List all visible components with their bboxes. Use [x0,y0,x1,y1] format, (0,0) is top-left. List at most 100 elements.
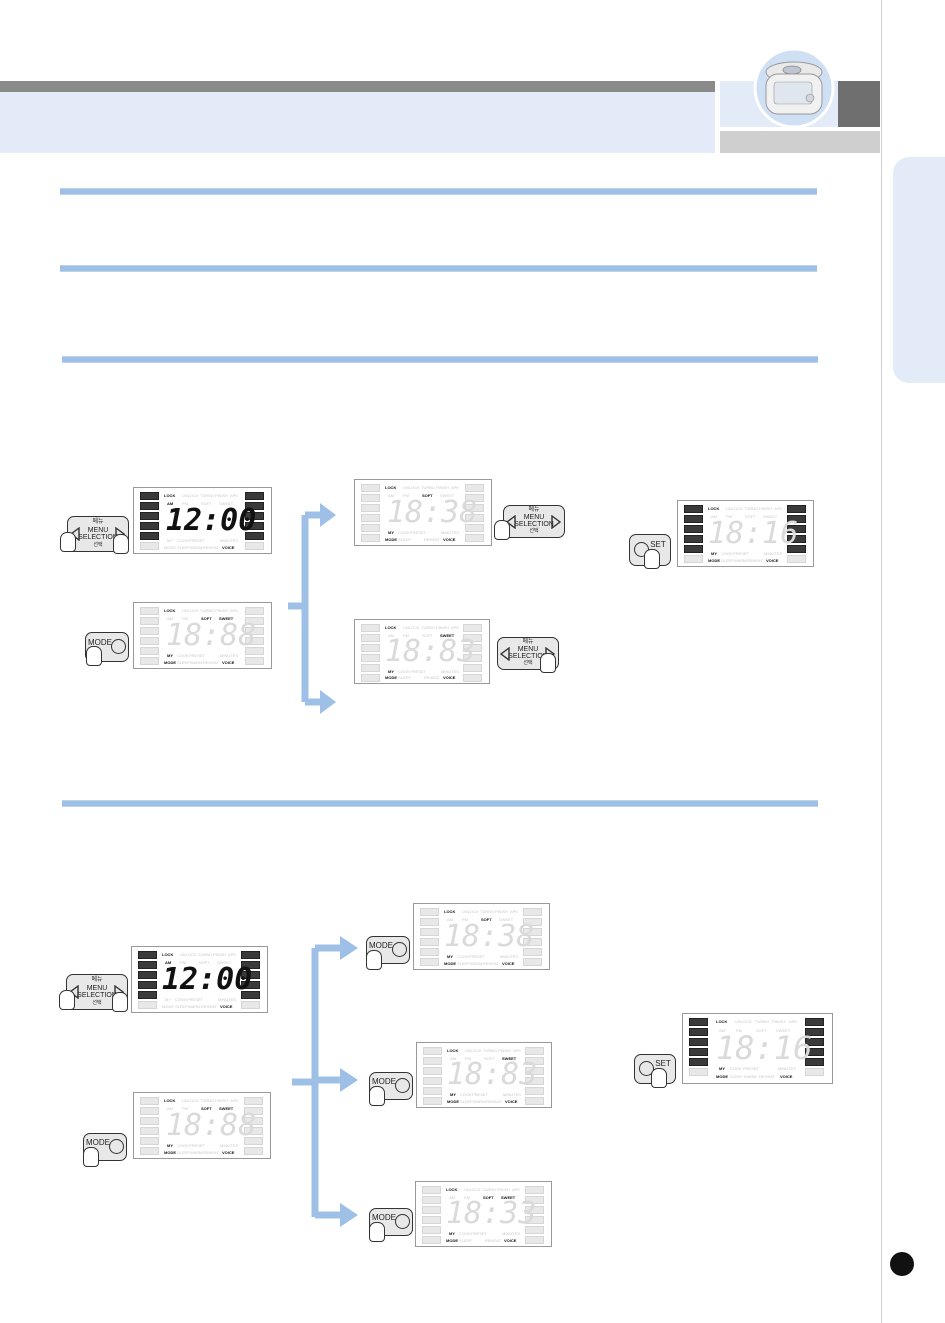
lcd-label-reheat: REHEAT [203,660,219,665]
lcd-label-sleep: SLEEP [721,558,734,563]
lcd-label-sleep: SLEEP [398,537,411,542]
select-korean-label: 선택 [92,1000,102,1006]
lcd-label-mode: MODE [446,1238,458,1243]
menu-selection-button[interactable]: 메뉴 MENU SELECTION 선택 [503,505,565,538]
lcd-label-lock: LOCK [162,952,174,957]
lcd-label-voice: VOICE [443,537,456,542]
lcd-label-finish: FINISH [215,1098,229,1103]
lcd-label-finish: FINISH [497,1187,511,1192]
lcd-label-apk: APK [451,485,460,490]
lcd-label-unlock: UNLOCK [735,1019,752,1024]
lcd-label-soft: SOFT [481,917,492,922]
lcd-digits: 12:00 [162,962,253,997]
lcd-label-unlock: UNLOCK [403,625,420,630]
lcd-label-reheat: REHEAT [203,1150,219,1155]
lcd-label-soft: SOFT [199,960,210,965]
refresh-icon [392,942,407,957]
lcd-label-pm: PM [465,1056,471,1061]
lcd-label-apk: APK [230,1098,239,1103]
lcd-label-my: MY [449,1231,455,1236]
lcd-label-apk: APK [510,909,519,914]
lcd-label-mode: MODE [162,1004,174,1009]
lcd-label-my: MY [388,669,394,674]
lcd-label-minutes: MINUTES [441,530,459,535]
lcd-label-reheat: REHEAT [424,675,440,680]
lcd-ten-and-one: LOCK UNLOCK TURBO FINISH APK AM PM SOFT … [415,1181,552,1247]
lcd-label-minutes: MINUTES [500,954,518,959]
menu-label: MENU [517,646,539,653]
lcd-label-finish: FINISH [498,1048,512,1053]
header-grey-strip [0,81,715,92]
lcd-blank: LOCK UNLOCK TURBO FINISH APK AM PM SOFT … [133,1092,271,1159]
lcd-label-turbo: TURBO [421,625,435,630]
lcd-label-cook: COOK [177,653,189,658]
header-grey-bar [720,131,880,153]
lcd-label-voice: VOICE [222,545,235,550]
menu-label: MENU [523,514,545,521]
lcd-label-warm: WARM [190,660,203,665]
lcd-label-voice: VOICE [222,1150,235,1155]
lcd-label-minutes: MINUTES [441,669,459,674]
lcd-label-minutes: MINUTES [764,551,782,556]
lcd-digits: 18:88 [166,618,257,653]
lcd-label-turbo: TURBO [482,1187,496,1192]
lcd-label-cook: COOK [177,538,189,543]
refresh-icon [111,639,126,654]
lcd-label-apk: APK [513,1048,522,1053]
lcd-label-preset: PRESET [471,1231,488,1236]
section-rule-4 [62,800,818,807]
pointing-hand-icon [86,646,102,666]
lcd-label-preset: PRESET [189,653,206,658]
lcd-label-pm: PM [726,514,732,519]
refresh-icon [109,1139,124,1154]
lcd-label-soft: SOFT [484,1056,495,1061]
lcd-clock-default: LOCK UNLOCK TURBO FINISH APK AM PM SOFT … [131,946,268,1013]
lcd-label-my: MY [167,538,173,543]
lcd-label-minutes: MINUTES [218,997,236,1002]
lcd-label-cook: COOK [459,1231,471,1236]
lcd-label-pm: PM [403,493,409,498]
lcd-digits: 18:83 [385,634,476,669]
lcd-label-preset: PRESET [187,997,204,1002]
lcd-label-am: AM [388,633,394,638]
lcd-label-finish: FINISH [772,1019,786,1024]
lcd-label-am: AM [167,1106,173,1111]
lcd-digits: 18:16 [708,516,799,551]
lcd-label-turbo: TURBO [200,493,214,498]
lcd-label-preset: PRESET [189,538,206,543]
lcd-label-am: AM [167,616,173,621]
menu-korean-label: 메뉴 [91,977,103,983]
lcd-label-sweet: SWEET [440,633,455,638]
lcd-label-voice: VOICE [220,1004,233,1009]
left-arrow-icon [506,515,516,529]
lcd-label-finish: FINISH [436,485,450,490]
lcd-label-minutes: MINUTES [220,653,238,658]
lcd-label-sweet: SWEET [502,1056,517,1061]
lcd-label-pm: PM [182,1106,188,1111]
lcd-label-sweet: SWEET [219,1106,234,1111]
lcd-label-minutes: MINUTES [220,1143,238,1148]
lcd-label-lock: LOCK [447,1048,459,1053]
lcd-label-sweet: SWEET [763,514,778,519]
lcd-label-preset: PRESET [469,954,486,959]
lcd-label-preset: PRESET [189,1143,206,1148]
lcd-label-soft: SOFT [201,1106,212,1111]
section-rule-1 [60,188,817,195]
refresh-icon [395,1214,410,1229]
lcd-ten-minutes: LOCK UNLOCK TURBO FINISH APK AM PM SOFT … [354,479,492,546]
lcd-label-pm: PM [182,501,188,506]
lcd-label-apk: APK [774,506,783,511]
lcd-digits: 18:16 [716,1029,813,1067]
lcd-label-turbo: TURBO [744,506,758,511]
select-korean-label: 선택 [523,660,533,666]
lcd-label-soft: SOFT [422,633,433,638]
lcd-label-soft: SOFT [756,1028,767,1033]
lcd-digits: 18:83 [447,1057,538,1092]
pointing-hand-icon [113,534,129,554]
menu-label: MENU [86,985,108,992]
side-tab [893,157,945,383]
lcd-label-apk: APK [789,1019,798,1024]
pointing-hand-icon [112,992,128,1012]
lcd-label-turbo: TURBO [755,1019,769,1024]
lcd-label-warm: WARM [190,545,203,550]
